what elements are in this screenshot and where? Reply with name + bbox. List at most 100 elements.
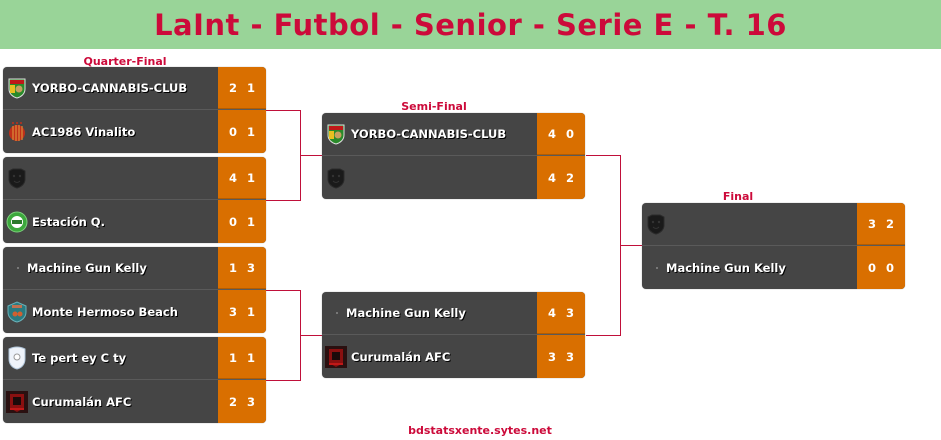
yorbo-crest-icon (325, 123, 347, 145)
score-leg-1: 3 (547, 349, 556, 364)
connector-line (266, 380, 300, 381)
curumalan-crest-icon (6, 390, 28, 413)
score-leg-1: 3 (228, 304, 237, 319)
team-name[interactable]: Monte Hermoso Beach (32, 304, 178, 319)
score-leg-2: 1 (247, 214, 256, 229)
monte-hermoso-crest-icon (6, 300, 28, 323)
connector-line (266, 290, 300, 291)
team-name[interactable]: Estación Q. (32, 214, 105, 229)
round-label-quarter-final: Quarter-Final (83, 55, 167, 68)
score-leg-2: 1 (247, 304, 256, 319)
team-name[interactable]: Curumalán AFC (351, 349, 451, 364)
score-leg-2: 1 (247, 124, 256, 139)
score-leg-1: 1 (228, 350, 237, 365)
team-name[interactable]: YORBO-CANNABIS-CLUB (351, 127, 507, 141)
score-leg-2: 3 (247, 394, 256, 409)
score-leg-1: 4 (228, 170, 237, 185)
score-leg-2: 3 (566, 305, 575, 320)
dot-icon (332, 302, 342, 324)
dot-icon (13, 257, 23, 279)
team-name[interactable]: Machine Gun Kelly (666, 260, 786, 275)
score-leg-1: 4 (547, 305, 556, 320)
score-leg-2: 1 (247, 170, 256, 185)
score-leg-1: 4 (547, 126, 556, 141)
connector-line (586, 335, 620, 336)
score-leg-2: 3 (247, 260, 256, 275)
score-leg-2: 1 (247, 350, 256, 365)
team-name[interactable]: Machine Gun Kelly (27, 261, 147, 275)
page-header: LaInt - Futbol - Senior - Serie E - T. 1… (0, 0, 941, 49)
team-name[interactable]: Curumalán AFC (32, 394, 132, 409)
footer-site-link[interactable]: bdstatsxente.sytes.net (408, 424, 552, 437)
score-leg-1: 2 (228, 80, 237, 95)
score-leg-1: 4 (547, 170, 556, 185)
round-label-semi-final: Semi-Final (401, 100, 467, 113)
estacion-crest-icon (6, 211, 28, 233)
white-shield-crest-icon (6, 346, 28, 370)
connector-line (586, 155, 620, 156)
page-title: LaInt - Futbol - Senior - Serie E - T. 1… (154, 7, 787, 42)
dot-icon (652, 257, 662, 279)
connector-line (300, 155, 322, 156)
score-leg-2: 0 (566, 126, 575, 141)
score-leg-1: 2 (228, 394, 237, 409)
connector-line (266, 110, 300, 111)
team-name[interactable]: Machine Gun Kelly (346, 306, 466, 320)
score-leg-1: 3 (867, 216, 876, 231)
score-leg-1: 0 (228, 214, 237, 229)
score-leg-1: 0 (867, 260, 876, 275)
score-leg-2: 2 (886, 216, 895, 231)
score-leg-2: 1 (247, 80, 256, 95)
curumalan-crest-icon (325, 345, 347, 368)
score-leg-1: 0 (228, 124, 237, 139)
team-name[interactable]: AC1986 Vinalito (32, 124, 136, 139)
yorbo-crest-icon (6, 77, 28, 99)
connector-line (620, 245, 642, 246)
vinalito-crest-icon (6, 121, 28, 143)
black-panther-crest-icon (6, 167, 28, 189)
round-label-final: Final (722, 190, 754, 203)
score-leg-2: 2 (566, 170, 575, 185)
score-leg-2: 3 (566, 349, 575, 364)
black-panther-crest-icon (325, 167, 347, 189)
connector-line (300, 335, 322, 336)
team-name[interactable]: Te pert ey C ty (32, 351, 127, 365)
score-leg-1: 1 (228, 260, 237, 275)
team-name[interactable]: YORBO-CANNABIS-CLUB (32, 81, 188, 95)
black-panther-crest-icon (645, 213, 667, 235)
